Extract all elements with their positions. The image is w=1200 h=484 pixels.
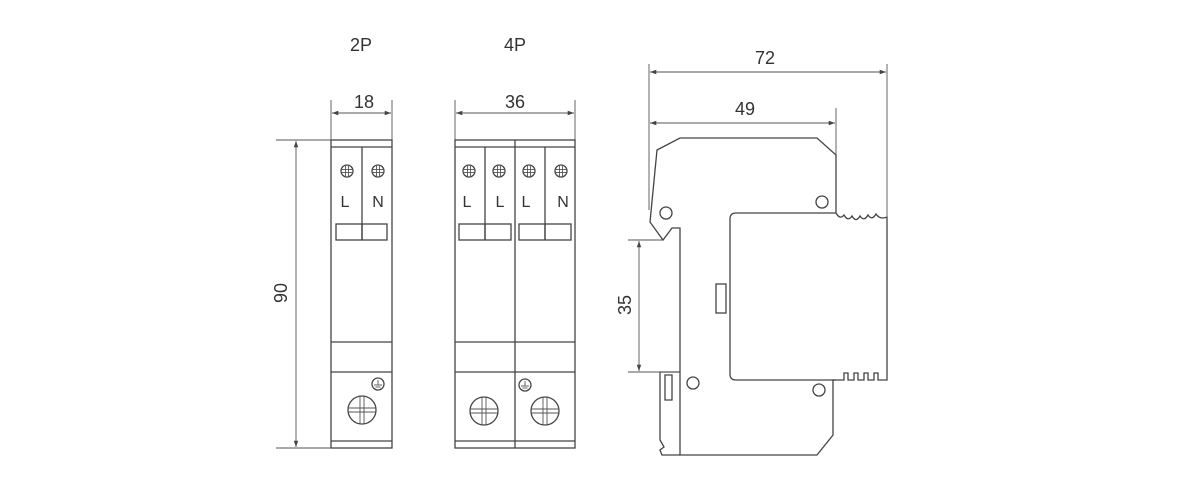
- terminal-label: N: [372, 194, 384, 211]
- terminal-label: L: [522, 194, 531, 211]
- terminal-screw-icon: [469, 396, 499, 426]
- rivet-icon: [812, 383, 826, 397]
- title-2p: 2P: [350, 35, 372, 55]
- screw-icon: [492, 164, 506, 178]
- ground-icon: [518, 378, 532, 392]
- terminal-label: L: [463, 194, 472, 211]
- dimension-depth-front: 49: [735, 99, 755, 119]
- front-view-4p: 36 L L L N: [454, 92, 576, 449]
- rivet-icon: [686, 376, 700, 390]
- terminal-screw-icon: [347, 395, 377, 425]
- dimension-din-rail: 35: [615, 295, 635, 315]
- dimension-height: 90: [271, 283, 291, 303]
- terminal-screw-icon: [530, 396, 560, 426]
- terminal-label: L: [496, 194, 505, 211]
- side-view: 72 49 35: [615, 48, 888, 456]
- screw-icon: [340, 164, 354, 178]
- terminal-label: L: [341, 194, 350, 211]
- ground-icon: [371, 377, 385, 391]
- screw-icon: [522, 164, 536, 178]
- dimension-depth-total: 72: [755, 48, 775, 68]
- title-4p: 4P: [504, 35, 526, 55]
- terminal-label: N: [557, 194, 569, 211]
- dimension-width-4p: 36: [505, 92, 525, 112]
- dimension-width-2p: 18: [354, 92, 374, 112]
- screw-icon: [462, 164, 476, 178]
- screw-icon: [554, 164, 568, 178]
- screw-icon: [371, 164, 385, 178]
- rivet-icon: [815, 195, 829, 209]
- rivet-icon: [659, 206, 673, 220]
- front-view-2p: 18 L N 90: [271, 92, 393, 449]
